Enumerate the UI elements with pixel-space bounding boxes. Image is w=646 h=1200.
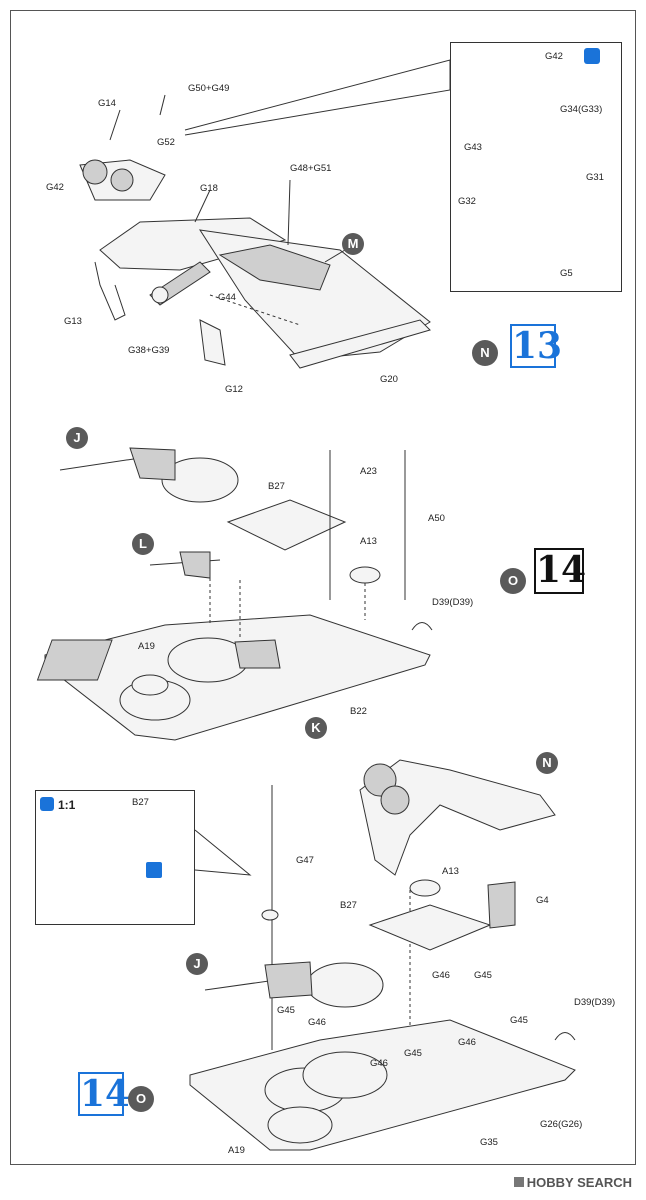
- part-label: G46: [370, 1058, 388, 1069]
- part-label: A50: [428, 513, 445, 524]
- part-label: G45: [510, 1015, 528, 1026]
- step13-detail-callout: [450, 42, 622, 292]
- part-label: D39(D39): [432, 597, 474, 608]
- part-label: B27: [268, 481, 285, 492]
- part-label: G12: [225, 384, 243, 395]
- subassembly-marker-j: J: [66, 427, 88, 449]
- step-number-14: 14: [534, 548, 586, 594]
- step14-detail-callout: [35, 790, 195, 925]
- scale-label: 1:1: [58, 798, 76, 812]
- part-label: A13: [442, 866, 459, 877]
- detail-part-label: B27: [132, 797, 149, 808]
- part-label: A13: [360, 536, 377, 547]
- part-label: G52: [157, 137, 175, 148]
- part-label: G45: [277, 1005, 295, 1016]
- subassembly-marker-m: M: [342, 233, 364, 255]
- subassembly-marker-j: J: [186, 953, 208, 975]
- watermark-text: HOBBY SEARCH: [526, 1175, 632, 1190]
- watermark-logo-icon: [513, 1177, 524, 1187]
- part-label: G47: [296, 855, 314, 866]
- step-marker-n: N: [472, 340, 498, 366]
- page-frame: [10, 10, 636, 1165]
- subassembly-marker-k: K: [305, 717, 327, 739]
- subassembly-marker-l: L: [132, 533, 154, 555]
- detail-part-label: G34(G33): [560, 104, 603, 115]
- part-label: A19: [228, 1145, 245, 1156]
- part-label: G44: [218, 292, 236, 303]
- step-marker-o: O: [128, 1086, 154, 1112]
- step-number-14-repeat: 14: [78, 1072, 131, 1116]
- part-label: G38+G39: [128, 345, 170, 356]
- part-label: G18: [200, 183, 218, 194]
- part-label: G4: [536, 895, 549, 906]
- glue-icon: [146, 862, 162, 878]
- part-label: G46: [458, 1037, 476, 1048]
- part-label: G50+G49: [188, 83, 230, 94]
- detail-part-label: G32: [458, 196, 476, 207]
- part-label: G14: [98, 98, 116, 109]
- part-label: G45: [404, 1048, 422, 1059]
- part-label: G13: [64, 316, 82, 327]
- part-label: G46: [432, 970, 450, 981]
- part-label: B27: [340, 900, 357, 911]
- subassembly-marker-n: N: [536, 752, 558, 774]
- part-label: G42: [46, 182, 64, 193]
- part-label: G45: [474, 970, 492, 981]
- step-number-13: 13: [510, 324, 563, 368]
- detail-part-label: G43: [464, 142, 482, 153]
- step-marker-o: O: [500, 568, 526, 594]
- part-label: A19: [138, 641, 155, 652]
- paint-icon: [40, 797, 54, 811]
- part-label: A23: [360, 466, 377, 477]
- paint-icon: [584, 48, 600, 64]
- part-label: G48+G51: [290, 163, 332, 174]
- part-label: G46: [308, 1017, 326, 1028]
- part-label: G35: [480, 1137, 498, 1148]
- detail-part-label: G31: [586, 172, 604, 183]
- part-label: B22: [350, 706, 367, 717]
- watermark: HOBBY SEARCH: [513, 1175, 632, 1190]
- detail-part-label: G42: [545, 51, 563, 62]
- part-label: G26(G26): [540, 1119, 583, 1130]
- part-label: G20: [380, 374, 398, 385]
- part-label: D39(D39): [574, 997, 616, 1008]
- detail-part-label: G5: [560, 268, 573, 279]
